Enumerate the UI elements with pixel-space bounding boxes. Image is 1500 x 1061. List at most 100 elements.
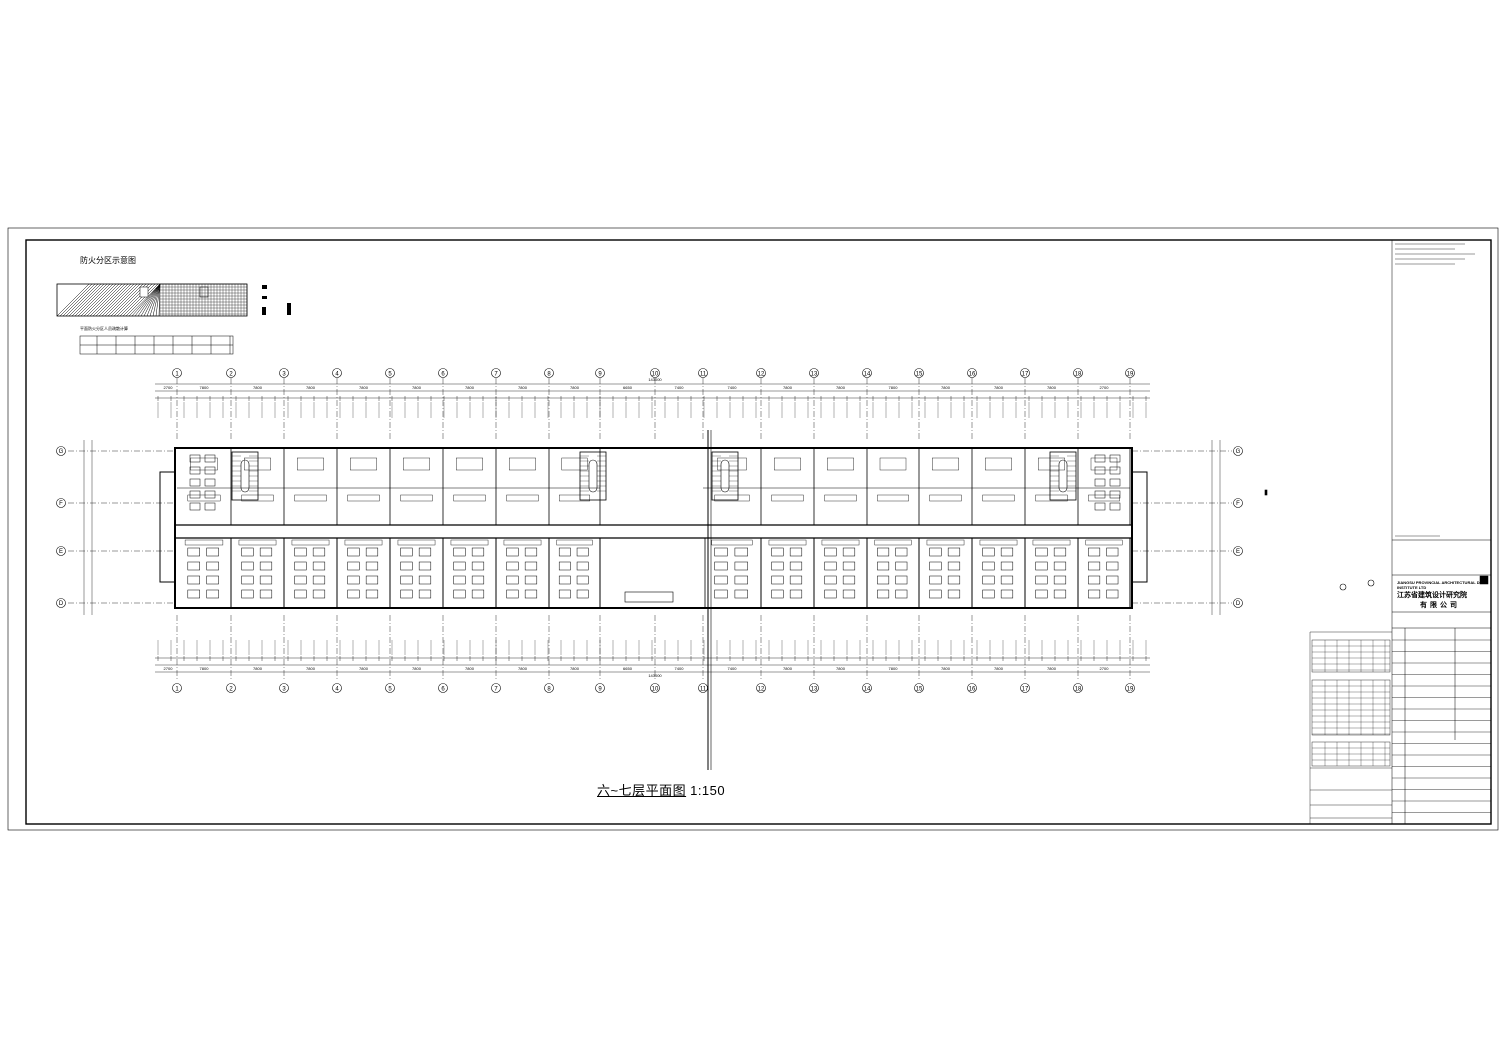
axis-bubble [56,546,66,556]
bed [259,561,273,571]
hatch-line [146,283,161,317]
bed [418,547,432,557]
bed [189,490,201,499]
axis-bubble [698,368,708,378]
bed [1000,589,1014,599]
bed [877,561,890,571]
counter [453,494,486,502]
dimension-label: 2700 [1100,666,1110,671]
bed [206,547,219,557]
axis-label: 2 [229,372,233,378]
revision-table-grid [1311,639,1391,767]
bed [506,547,519,557]
bed [982,561,995,571]
dimension-label: 7800 [941,385,951,390]
hatch-line [77,283,111,317]
dimension-label: 7800 [412,666,422,671]
bed [789,561,803,571]
bed [259,589,273,599]
bed [558,575,571,585]
dimension-label: 7800 [306,666,316,671]
dimension-label: 7800 [465,385,475,390]
axis-label: 3 [282,687,286,693]
axis-label: F [59,501,63,507]
bed [1000,547,1014,557]
hatch-line [71,283,105,317]
dimension-label: 7800 [200,385,210,390]
fixture [1090,457,1118,471]
dimension-label: 7800 [836,385,846,390]
axis-label: 18 [1075,687,1082,693]
axis-label: 17 [1022,687,1029,693]
bed [824,561,837,571]
fixture [297,457,324,471]
dimension-label: 6650 [623,666,633,671]
bed [187,561,200,571]
bed [1106,547,1119,557]
bed [1088,589,1101,599]
axis-bubble [56,446,66,456]
bathroom [503,539,542,546]
bed [206,575,219,585]
bed [558,547,571,557]
axis-bubble [544,368,554,378]
dimension-label: 7400 [675,385,685,390]
axis-label: 19 [1127,687,1134,693]
hatch-line [149,283,161,317]
bed [312,575,326,585]
bed [1035,575,1048,585]
axis-label: 10 [652,687,659,693]
axis-bubble [914,368,924,378]
dimension-label: 7800 [783,666,793,671]
hatch-line [95,283,129,317]
bed [241,547,254,557]
zone-marker [139,286,149,298]
axis-label: 3 [282,372,286,378]
axis-label: E [1236,549,1240,555]
fixture [509,457,536,471]
bed [789,575,803,585]
bed [576,575,589,585]
axis-label: 15 [916,687,923,693]
bed [400,575,413,585]
axis-label: D [59,601,64,607]
bathroom [711,539,753,546]
axis-label: 18 [1075,372,1082,378]
bed [824,589,837,599]
dimension-label: 7800 [836,666,846,671]
bed [789,589,803,599]
stairs-layer [231,451,1077,501]
bed [347,575,360,585]
bed [187,589,200,599]
legend-title: 防火分区示意图 [80,256,136,265]
bed [1053,547,1067,557]
fixture [774,457,801,471]
axis-bubble [967,368,977,378]
axis-label: 12 [758,687,765,693]
bed [1094,478,1106,487]
fixture [879,457,907,471]
fixture [561,457,588,471]
bed [947,547,961,557]
bed [1053,589,1067,599]
central-lobby [599,537,706,609]
bed [418,561,432,571]
bed [204,502,216,511]
axis-bubble [809,368,819,378]
bed [347,589,360,599]
fixture [985,457,1012,471]
axis-bubble [385,368,395,378]
bed [471,561,485,571]
bed [1000,575,1014,585]
bed [1053,561,1067,571]
hatch-line [134,283,161,317]
axis-bubble [226,683,236,693]
bed [1109,454,1121,463]
bed [1094,502,1106,511]
fixture [190,457,218,471]
bathroom [238,539,277,546]
bathroom [344,539,383,546]
fixture [456,457,483,471]
bed [982,589,995,599]
